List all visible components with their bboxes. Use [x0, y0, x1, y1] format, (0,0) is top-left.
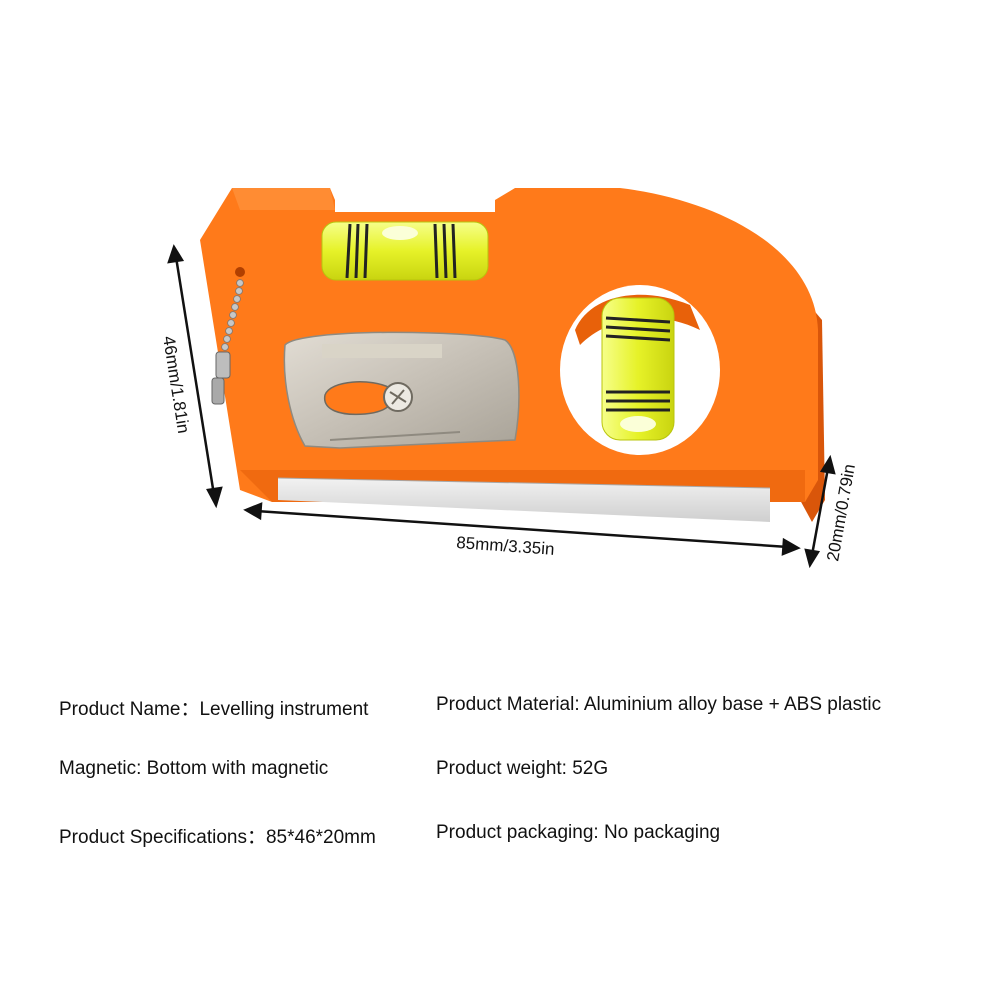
bead-chain-icon: [211, 267, 245, 405]
spec-specifications: Product Specifications：85*46*20mm: [59, 827, 376, 848]
product-image: 46mm/1.81in 85mm/3.35in 20mm/0.79in: [159, 188, 859, 569]
aluminium-base: [278, 478, 770, 522]
belt-clip: [283, 331, 520, 449]
depth-label: 20mm/0.79in: [823, 463, 859, 563]
spec-magnetic: Magnetic: Bottom with magnetic: [59, 758, 329, 779]
vertical-vial-window: [560, 285, 720, 455]
horizontal-vial-icon: [321, 221, 489, 281]
spec-weight: Product weight: 52G: [436, 758, 609, 779]
height-dimension: [167, 244, 223, 509]
depth-dimension: [804, 454, 836, 569]
length-dimension: [243, 502, 801, 556]
spec-product-name: Product Name：Levelling instrument: [59, 699, 369, 720]
height-label: 46mm/1.81in: [159, 335, 193, 435]
length-label: 85mm/3.35in: [456, 533, 555, 559]
spec-list: Product Name：Levelling instrument Produc…: [0, 680, 1000, 880]
spec-product-material: Product Material: Aluminium alloy base +…: [436, 694, 882, 715]
spec-packaging: Product packaging: No packaging: [436, 822, 721, 843]
vertical-vial-icon: [601, 297, 675, 441]
